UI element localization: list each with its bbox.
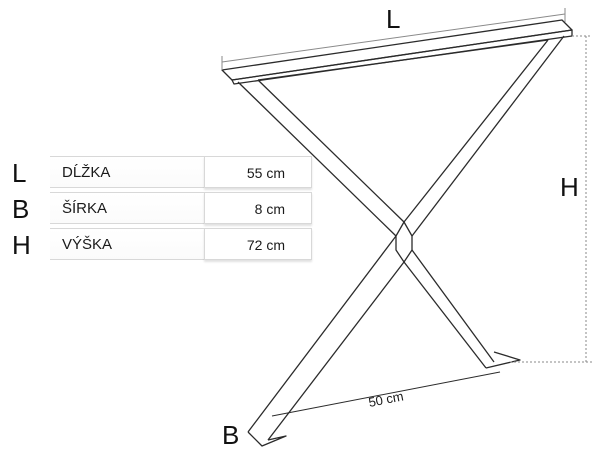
x-frame <box>237 35 565 447</box>
diagonal-label: 50 cm <box>367 388 405 409</box>
length-symbol: L <box>386 4 401 34</box>
row-symbol: L <box>12 158 27 188</box>
row-value: 55 cm <box>204 156 312 188</box>
row-value: 72 cm <box>204 228 312 260</box>
dimension-lines <box>221 8 592 363</box>
row-symbol: B <box>12 194 30 224</box>
row-name: VÝŠKA <box>50 228 210 260</box>
row-symbol: H <box>12 230 31 260</box>
row-value: 8 cm <box>204 192 312 224</box>
diagonal-dimension: 50 cm <box>271 371 501 417</box>
row-name: DĹŽKA <box>50 156 210 188</box>
height-symbol: H <box>560 172 579 202</box>
length-dimension-line <box>221 13 566 63</box>
width-symbol: B <box>222 420 240 450</box>
row-name: ŠÍRKA <box>50 192 210 224</box>
